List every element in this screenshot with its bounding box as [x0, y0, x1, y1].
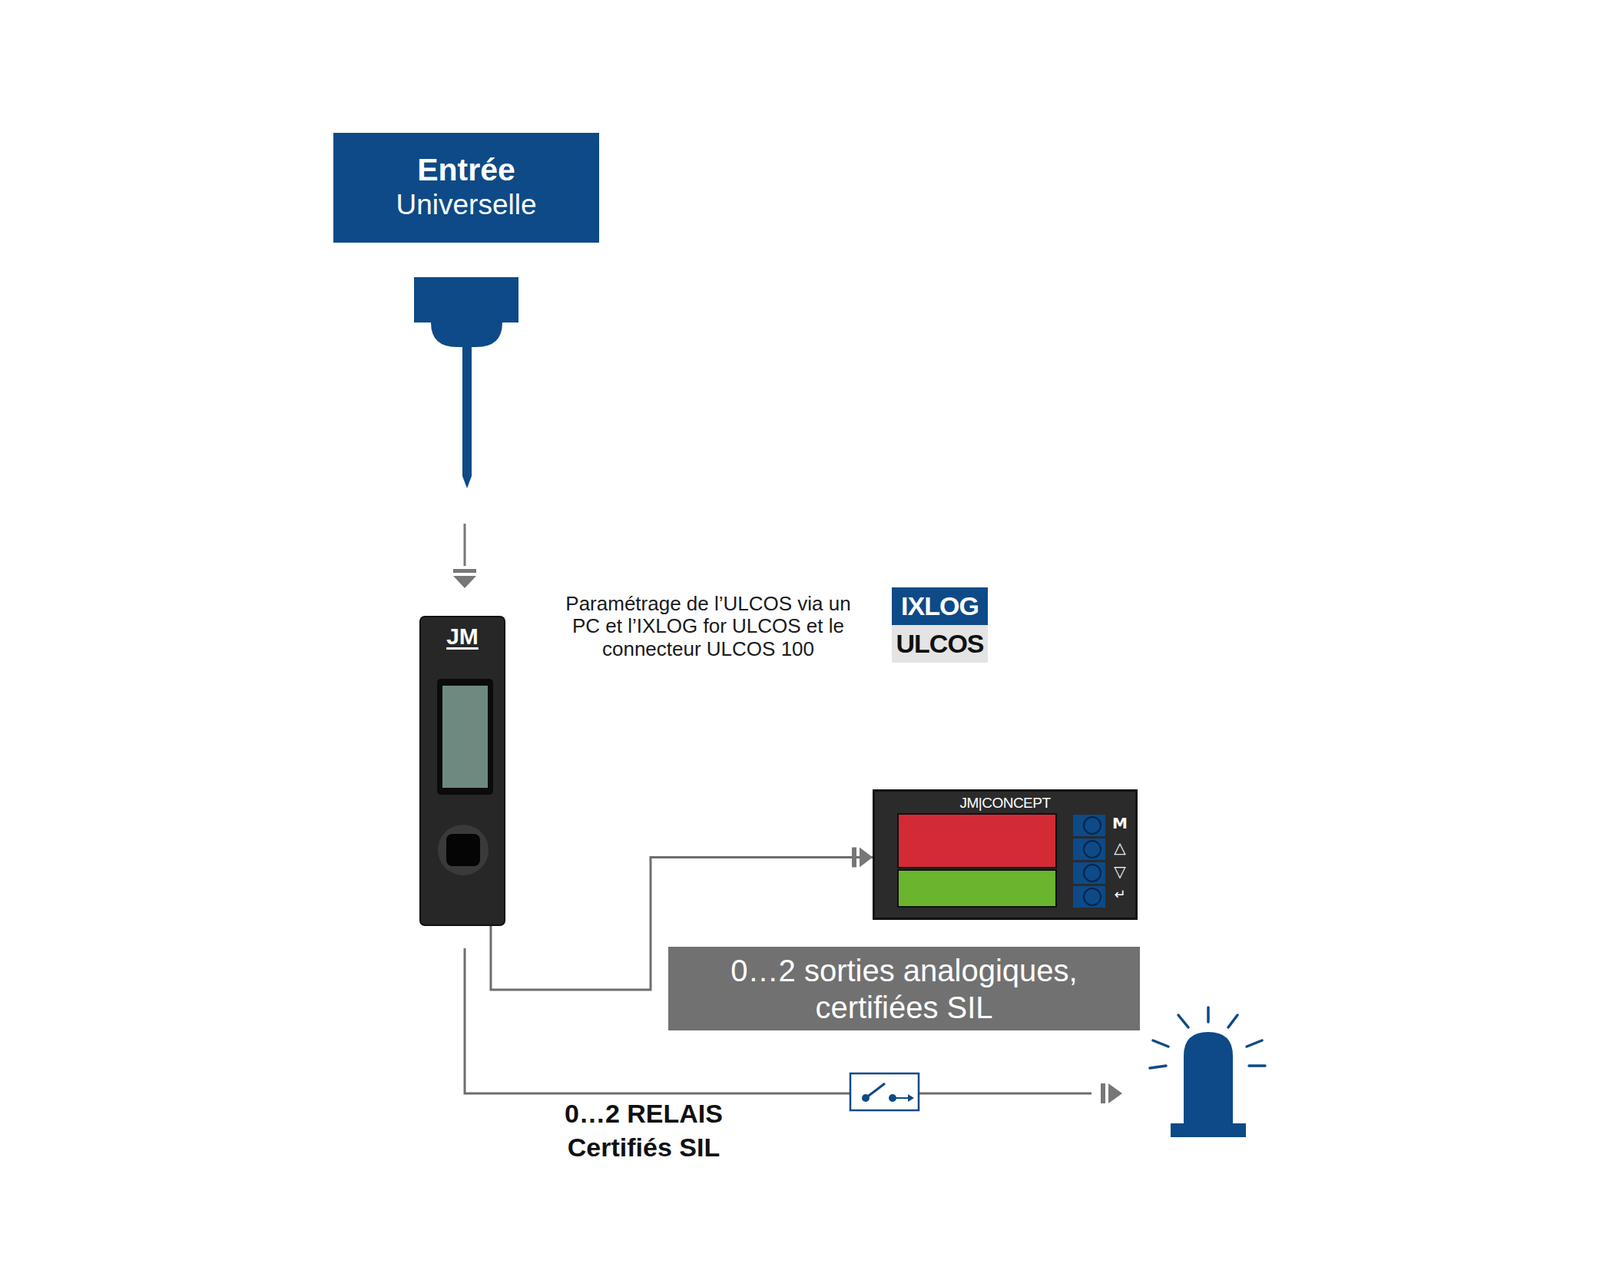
arrow-bar	[1100, 1083, 1106, 1104]
key-circle	[1083, 841, 1101, 858]
relay-wire	[464, 948, 1123, 1104]
node-text: Universelle	[395, 188, 537, 222]
probe-needle	[462, 345, 472, 489]
config-note: Paramétrage de l’ULCOS via un PC et l’IX…	[563, 592, 853, 661]
ulcos-logo: ULCOS	[891, 625, 988, 663]
converter-device: JM	[419, 616, 506, 927]
switch-contact	[861, 1094, 870, 1103]
device-screen	[437, 679, 494, 876]
switch-symbol	[850, 1073, 919, 1111]
relay-caption: 0…2 RELAIS Certifiés SIL	[547, 1096, 740, 1165]
relay-line	[464, 948, 851, 1094]
node-text: IXLOG	[901, 591, 979, 622]
switch-arrow	[892, 1097, 910, 1100]
key-circle	[1083, 888, 1101, 906]
panel-key	[1073, 862, 1106, 885]
beacon-rays	[1149, 1007, 1266, 1069]
arrow-head	[453, 576, 477, 589]
key-symbol: ↵	[1110, 886, 1130, 903]
node-text: Entrée	[417, 152, 516, 189]
signal-connector	[490, 857, 873, 991]
probe-neck	[430, 322, 503, 348]
screen-lcd	[442, 685, 488, 789]
input-arrow	[453, 523, 477, 589]
switch-lever	[865, 1083, 885, 1099]
analog-output-box: 0…2 sorties analogiques, certifiées SIL	[668, 947, 1140, 1031]
panel-key	[1073, 838, 1106, 861]
input-box: EntréeUniverselle	[333, 132, 600, 243]
node-text: ULCOS	[896, 629, 984, 660]
switch-frame	[850, 1073, 919, 1111]
key-symbol: M	[1110, 814, 1130, 833]
panel-key	[1073, 886, 1106, 908]
node-text: JM	[420, 623, 504, 650]
arrow-head	[1108, 1083, 1123, 1104]
key-symbol: △	[1110, 838, 1130, 858]
device-button-ring	[437, 824, 489, 876]
screen-bezel	[437, 679, 494, 796]
switch-contact	[888, 1094, 897, 1103]
panel-key	[1073, 814, 1106, 837]
key-circle	[1083, 817, 1101, 835]
input-wire	[463, 523, 467, 567]
green-display	[897, 870, 1057, 908]
probe-symbol	[414, 277, 519, 489]
switch-arrow-head	[907, 1094, 915, 1103]
device-button	[446, 834, 481, 867]
arrow-bar	[453, 569, 477, 574]
red-display	[897, 814, 1057, 868]
display-panel: JM|CONCEPT	[872, 789, 1138, 921]
beacon-symbol	[1149, 1007, 1266, 1138]
probe-head	[414, 277, 519, 323]
beacon-dome	[1183, 1032, 1233, 1124]
relay-line	[918, 1093, 1092, 1096]
key-symbol: ▽	[1110, 862, 1130, 882]
panel-display	[897, 814, 1106, 908]
node-text: 0…2 sorties analogiques, certifiées SIL	[691, 952, 1117, 1027]
beacon-base	[1170, 1123, 1246, 1138]
key-circle	[1083, 864, 1101, 882]
node-text: JM|CONCEPT	[874, 795, 1136, 812]
ixlog-logo: IXLOG	[891, 587, 988, 626]
